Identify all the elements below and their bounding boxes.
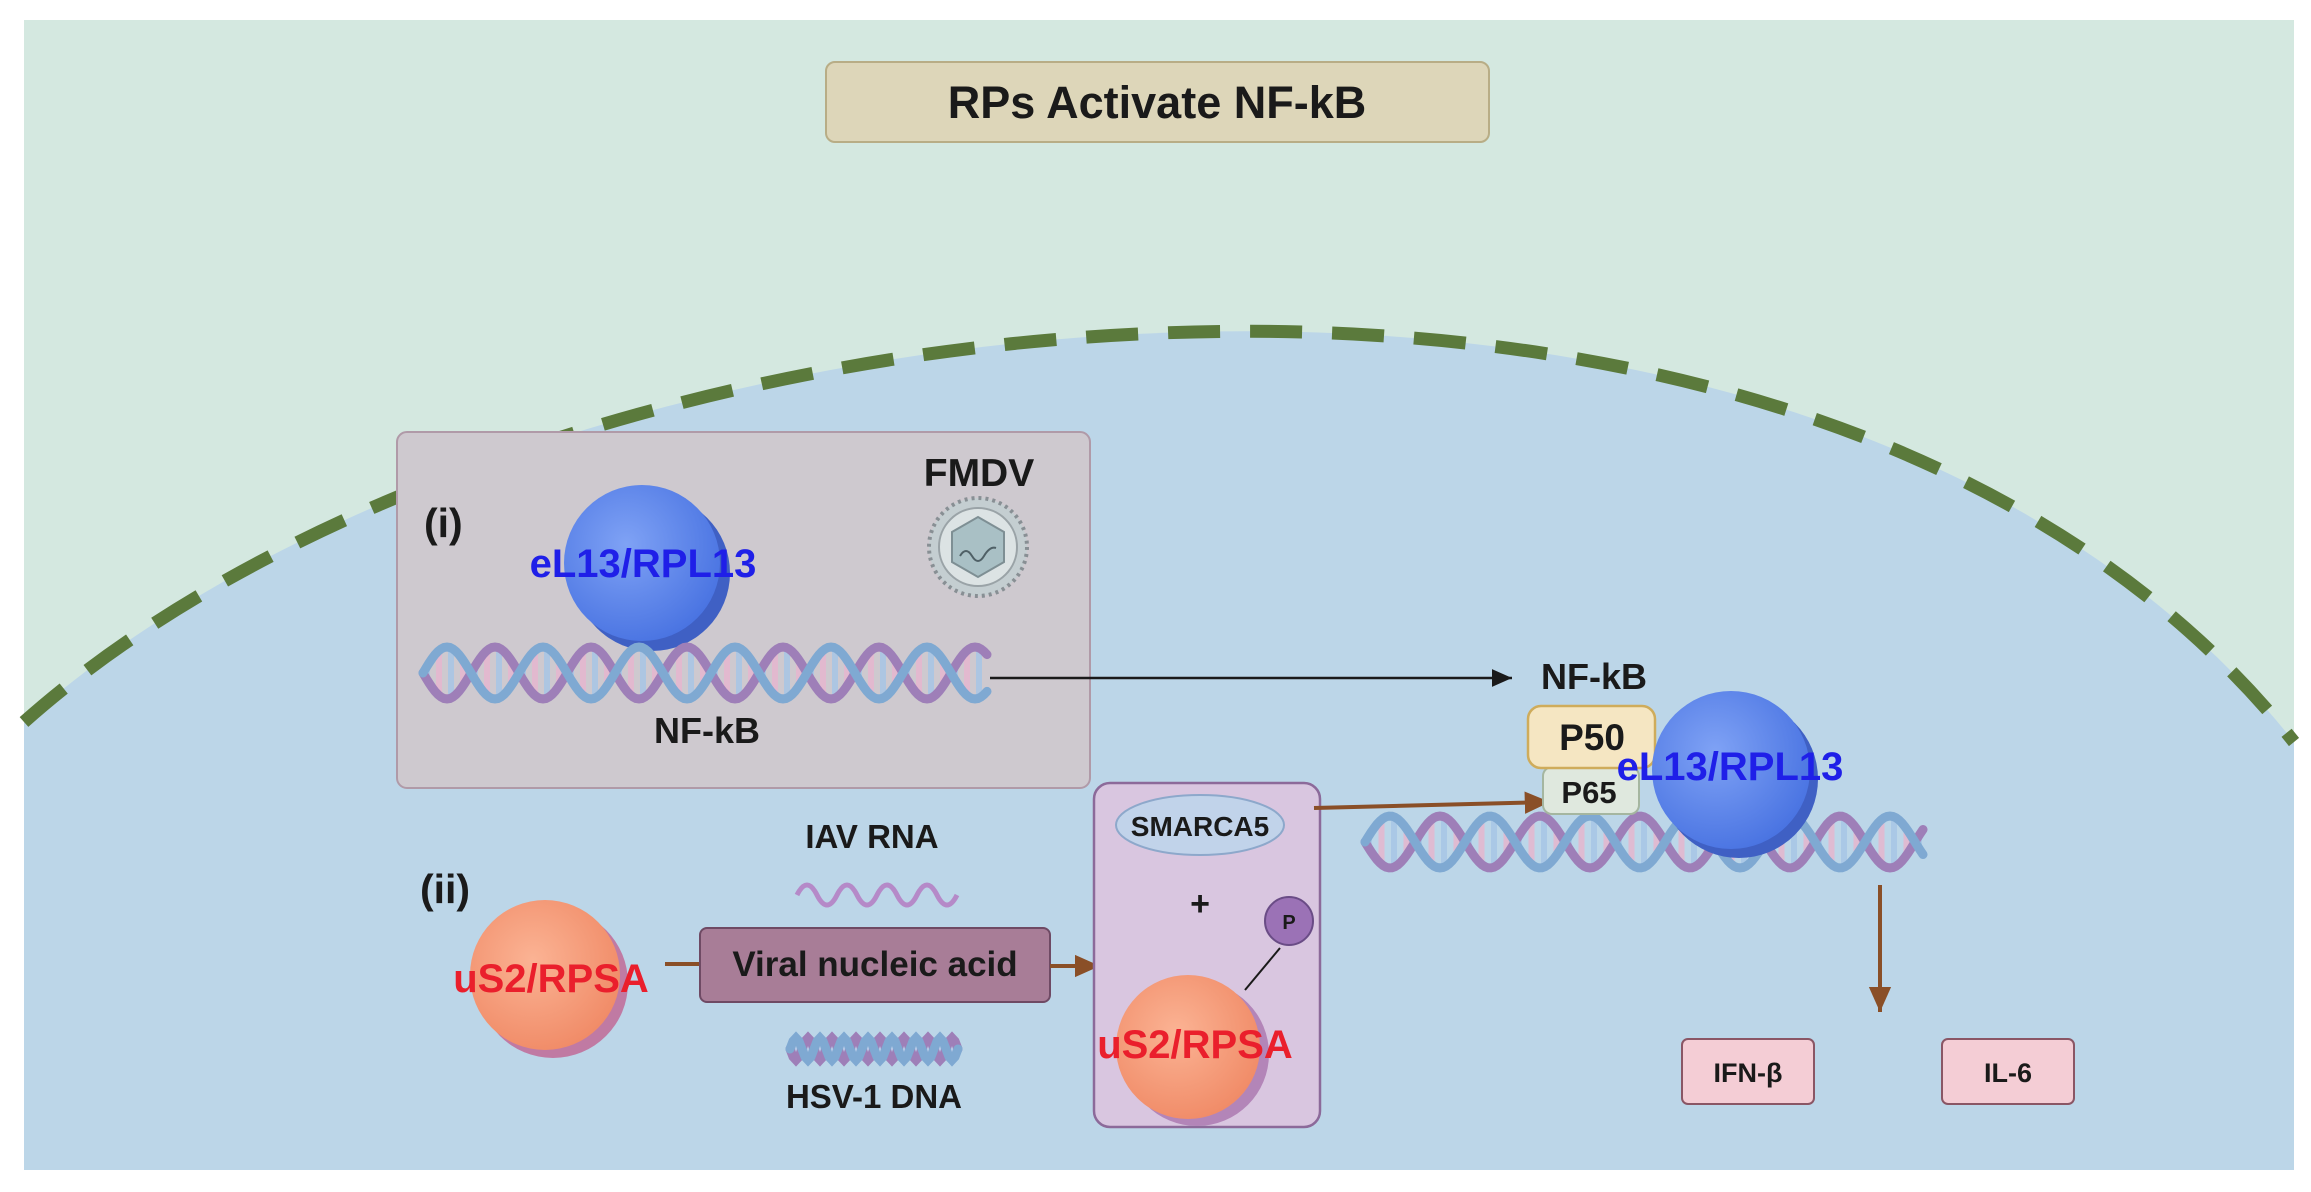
p50-label: P50 (1559, 717, 1625, 758)
nfkb-label: NF-kB (1541, 656, 1647, 697)
title: RPs Activate NF-kB (948, 77, 1366, 128)
hsv-dna-label: HSV-1 DNA (786, 1078, 962, 1115)
phosphate-label: P (1282, 912, 1295, 934)
complex-to-nfkb-arrow (1313, 791, 1551, 814)
rpl13-protein (564, 485, 720, 641)
smarca5-rpsa-complex: SMARCA5 + P uS2/RPSA (1092, 781, 1322, 1129)
panel-i: (i) eL13/RPL13 FMDV NF-kB (396, 431, 1091, 789)
panel-i-dna-icon (418, 642, 992, 704)
panel-ii: (ii) uS2/RPSA IAV RNA Viral nucleic acid… (420, 818, 1100, 1115)
ifn-beta-label: IFN-β (1714, 1058, 1783, 1088)
viral-nucleic-acid-box: Viral nucleic acid (699, 927, 1051, 1003)
cell-membrane (19, 324, 2300, 747)
smarca5-protein (1115, 794, 1285, 856)
nfkb-rpl13-protein (1652, 691, 1810, 849)
fmdv-virus-icon (927, 496, 1029, 598)
p50-subunit (1526, 704, 1657, 770)
panel-i-protein-label: eL13/RPL13 (530, 542, 757, 586)
iav-rna-label: IAV RNA (805, 818, 938, 855)
viral-nucleic-acid-label: Viral nucleic acid (732, 945, 1017, 984)
rpsa-protein-complex (1116, 975, 1260, 1119)
title-box: RPs Activate NF-kB (825, 61, 1490, 143)
il6-label: IL-6 (1984, 1058, 2032, 1088)
p65-label: P65 (1561, 775, 1616, 810)
plus-sign: + (1190, 885, 1210, 923)
complex-protein-label: uS2/RPSA (1097, 1023, 1293, 1067)
phosphate-group (1264, 896, 1314, 946)
hsv-dna-icon (785, 1031, 963, 1067)
ifn-beta-box: IFN-β (1681, 1038, 1815, 1105)
phosphate-link (1244, 947, 1281, 991)
panel-ii-label: (ii) (420, 866, 470, 912)
fmdv-label: FMDV (924, 452, 1035, 495)
nfkb-dna-complex: NF-kB P65 P50 eL13/RPL13 (1360, 656, 1928, 873)
iav-rna-icon (794, 882, 960, 908)
panel-i-label: (i) (424, 500, 463, 546)
il6-box: IL-6 (1941, 1038, 2075, 1105)
panel-ii-protein-left-label: uS2/RPSA (453, 957, 649, 1001)
panel-i-gene-label: NF-kB (654, 710, 760, 751)
rpsa-protein-left (470, 900, 620, 1050)
nfkb-protein-label: eL13/RPL13 (1617, 745, 1844, 789)
smarca5-label: SMARCA5 (1131, 811, 1269, 842)
